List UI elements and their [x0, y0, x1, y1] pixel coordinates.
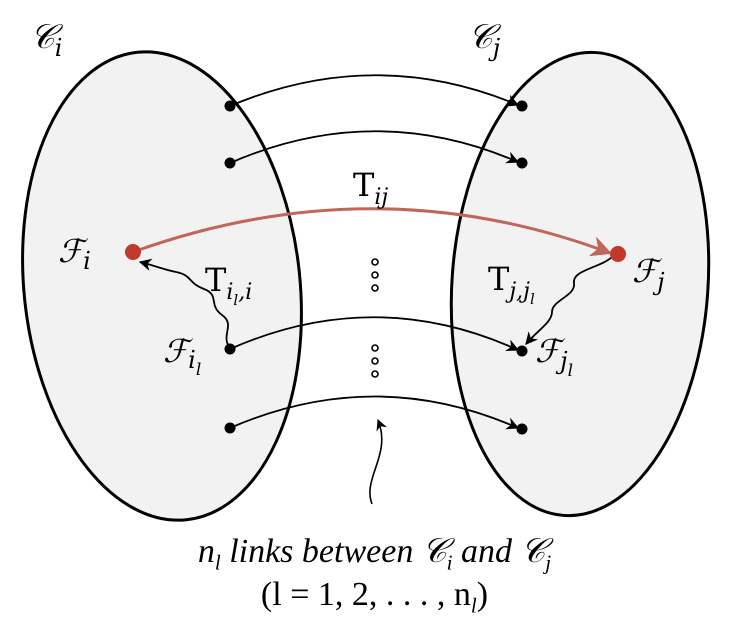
link-2	[229, 130, 520, 164]
node-left-4	[224, 422, 236, 434]
node-right-1	[516, 100, 528, 112]
ellipsis-lower	[371, 344, 379, 378]
ellipsis-upper	[371, 258, 379, 292]
caption-and: and	[452, 533, 521, 570]
caption-cj-sub: j	[545, 550, 552, 575]
caption-line-2: (l = 1, 2, . . . , nl)	[0, 576, 749, 618]
caption-ci-sub: i	[446, 550, 453, 575]
node-fi	[125, 244, 141, 260]
caption-range: (l = 1, 2, . . . , n	[260, 576, 471, 613]
cluster-left	[21, 50, 303, 522]
link-tij	[132, 207, 612, 257]
link-3	[229, 316, 520, 352]
caption-mid: links between	[220, 533, 422, 570]
label-tij: Tij	[353, 166, 388, 210]
caption-pointer	[369, 418, 387, 505]
node-fj	[610, 246, 626, 262]
link-4	[229, 395, 520, 430]
node-left-2	[224, 157, 236, 169]
node-right-fjl	[516, 345, 528, 357]
label-fj: ℱj	[632, 252, 665, 296]
cluster-right	[449, 50, 711, 518]
link-1	[229, 74, 520, 107]
node-right-2	[516, 157, 528, 169]
label-til: Til,i	[205, 261, 252, 309]
caption-ci: 𝒞	[421, 533, 447, 570]
link-tjl	[525, 256, 613, 345]
cluster-left-label: 𝒞i	[30, 17, 64, 62]
node-left-fil	[224, 343, 236, 355]
caption-range-sub: l	[470, 593, 477, 618]
caption-nl: n	[197, 533, 215, 570]
label-fil: ℱil	[163, 332, 201, 380]
link-til	[138, 258, 231, 349]
node-right-4	[516, 423, 528, 435]
caption-nl-sub: l	[214, 550, 221, 575]
caption-line-1: nl links between 𝒞i and 𝒞j	[0, 533, 749, 575]
caption-cj: 𝒞	[520, 533, 546, 570]
caption-range-close: )	[476, 576, 489, 613]
cluster-right-label: 𝒞j	[468, 17, 502, 62]
label-tjl: Tj,jl	[488, 260, 535, 308]
node-left-1	[224, 100, 236, 112]
